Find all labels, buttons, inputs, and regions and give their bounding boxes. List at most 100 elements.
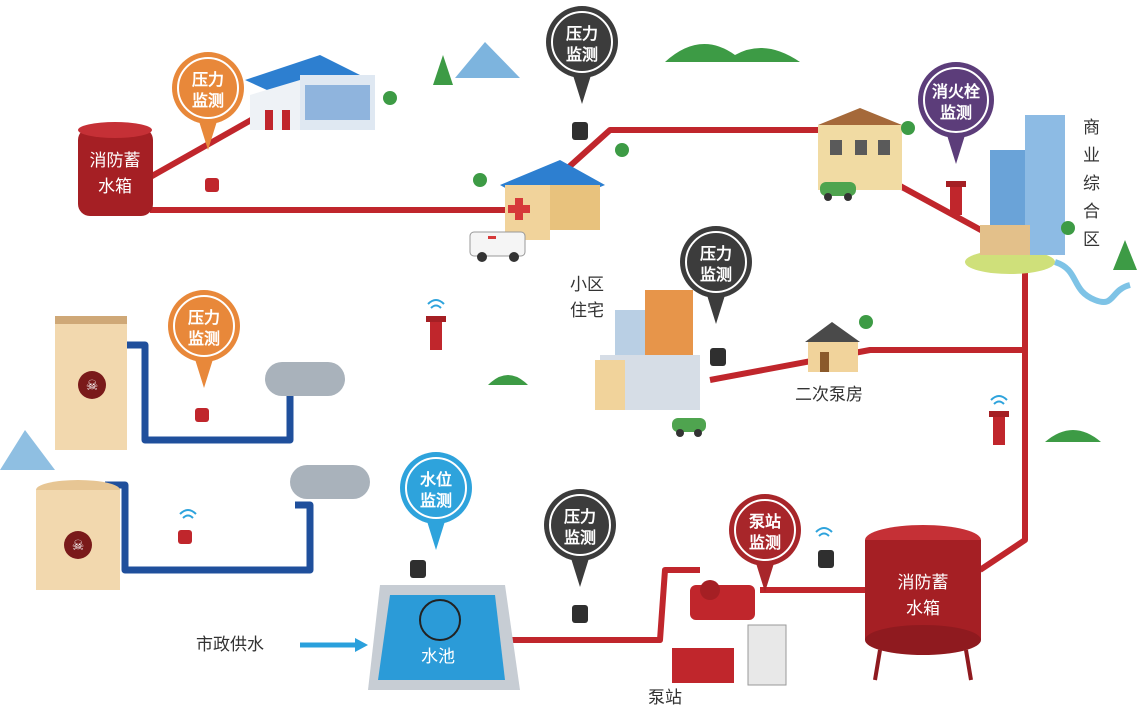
svg-text:业: 业 bbox=[1083, 146, 1100, 166]
water-pool: 水池 bbox=[368, 585, 520, 690]
svg-text:小区: 小区 bbox=[570, 275, 604, 295]
tree-icon bbox=[859, 315, 873, 329]
residential-label: 小区 住宅 bbox=[570, 275, 604, 321]
svg-text:泵站: 泵站 bbox=[748, 512, 781, 531]
wifi-icon bbox=[990, 395, 1008, 405]
pine-tree-icon bbox=[1113, 240, 1137, 270]
wifi-icon bbox=[427, 299, 445, 309]
tree-icon bbox=[383, 91, 397, 105]
pin-hydrant: 消火栓 监测 bbox=[918, 62, 994, 164]
svg-text:监测: 监测 bbox=[566, 45, 598, 64]
svg-text:压力: 压力 bbox=[700, 244, 732, 263]
pump-station-label: 泵站 bbox=[648, 688, 682, 708]
hydrant-commercial bbox=[946, 181, 966, 215]
gauge-upper-industrial bbox=[195, 408, 209, 422]
residential-buildings bbox=[595, 290, 700, 410]
svg-text:压力: 压力 bbox=[192, 70, 224, 89]
pipe-hospital-to-mid bbox=[557, 127, 830, 178]
bush-icon bbox=[488, 375, 528, 385]
wifi-icon bbox=[815, 527, 833, 537]
svg-text:监测: 监测 bbox=[188, 329, 220, 348]
pipe-lower-tank-to-cylinder bbox=[105, 481, 314, 574]
secondary-pump-house bbox=[805, 322, 860, 372]
gas-station-building bbox=[245, 55, 375, 130]
svg-text:商: 商 bbox=[1083, 118, 1100, 138]
wifi-icon bbox=[179, 509, 197, 519]
sensor-pipe-bottom bbox=[572, 605, 588, 623]
svg-text:监测: 监测 bbox=[749, 533, 781, 552]
tree-icon bbox=[1061, 221, 1075, 235]
pin-pressure-bottom: 压力 监测 bbox=[544, 489, 616, 587]
bush-icon bbox=[1045, 430, 1101, 442]
svg-text:☠: ☠ bbox=[86, 378, 99, 394]
secondary-pump-label: 二次泵房 bbox=[795, 385, 863, 405]
tank-bottom-right-line2: 水箱 bbox=[906, 599, 940, 619]
tank-top-left-line2: 水箱 bbox=[98, 177, 132, 197]
sensor-devices bbox=[410, 122, 834, 623]
hydrant-mid bbox=[426, 316, 446, 350]
pin-pump-station: 泵站 监测 bbox=[729, 494, 801, 592]
wifi-icons bbox=[179, 299, 1008, 537]
gauge-lower-industrial bbox=[178, 530, 192, 544]
hazard-tank-lower: ☠ bbox=[36, 480, 120, 590]
svg-text:水位: 水位 bbox=[420, 470, 452, 489]
pine-tree-icon bbox=[433, 55, 453, 85]
svg-text:消火栓: 消火栓 bbox=[932, 82, 981, 101]
decor-mountains bbox=[0, 42, 800, 470]
gas-cylinder-upper bbox=[265, 362, 345, 396]
pipe-to-secondary-pump bbox=[709, 347, 1025, 383]
hospital-building bbox=[500, 160, 605, 240]
decor-trees bbox=[383, 55, 1137, 442]
svg-text:压力: 压力 bbox=[566, 24, 598, 43]
fire-tank-top-left: 消防蓄 水箱 bbox=[78, 122, 153, 216]
svg-text:监测: 监测 bbox=[700, 265, 732, 284]
pipe-pool-to-pump bbox=[510, 567, 700, 643]
svg-text:合: 合 bbox=[1083, 202, 1100, 222]
sensor-residential bbox=[710, 348, 726, 366]
ambulance bbox=[469, 231, 526, 262]
tree-icon bbox=[615, 143, 629, 157]
sensor-top-mid bbox=[572, 122, 588, 140]
pipe-right-vertical bbox=[978, 265, 1028, 573]
pressure-gauges bbox=[178, 178, 219, 544]
svg-text:压力: 压力 bbox=[564, 507, 596, 526]
municipal-supply: 市政供水 bbox=[196, 635, 368, 655]
tank-bottom-right-line1: 消防蓄 bbox=[898, 573, 949, 593]
pin-pressure-top-left: 压力 监测 bbox=[172, 52, 244, 150]
pin-pressure-industrial: 压力 监测 bbox=[168, 290, 240, 388]
svg-text:综: 综 bbox=[1083, 174, 1100, 194]
hydrant-right bbox=[989, 411, 1009, 445]
svg-text:区: 区 bbox=[1083, 230, 1100, 250]
pipe-tank-to-gas-station bbox=[143, 112, 262, 183]
commercial-label: 商 业 综 合 区 bbox=[1083, 118, 1100, 250]
sensor-pool bbox=[410, 560, 426, 578]
mansion-building bbox=[818, 108, 902, 190]
svg-text:☠: ☠ bbox=[72, 538, 85, 554]
green-car-top bbox=[820, 182, 856, 201]
river bbox=[1053, 259, 1131, 305]
tree-icon bbox=[901, 121, 915, 135]
pin-pressure-residential: 压力 监测 bbox=[680, 226, 752, 324]
gas-cylinder-lower bbox=[290, 465, 370, 499]
red-pipes bbox=[143, 112, 1028, 643]
pool-label: 水池 bbox=[421, 647, 455, 667]
tree-icon bbox=[473, 173, 487, 187]
svg-text:监测: 监测 bbox=[192, 91, 224, 110]
svg-text:压力: 压力 bbox=[188, 308, 220, 327]
pump-station: 泵站 bbox=[648, 580, 787, 708]
gauge-top-left bbox=[205, 178, 219, 192]
svg-text:住宅: 住宅 bbox=[570, 301, 604, 321]
svg-text:监测: 监测 bbox=[420, 491, 452, 510]
municipal-supply-label: 市政供水 bbox=[196, 635, 264, 655]
svg-text:监测: 监测 bbox=[564, 528, 596, 547]
commercial-complex bbox=[965, 115, 1065, 274]
fire-tank-bottom-right: 消防蓄 水箱 bbox=[865, 525, 981, 681]
pin-water-level: 水位 监测 bbox=[400, 452, 472, 550]
svg-text:监测: 监测 bbox=[940, 103, 972, 122]
hazard-tank-upper: ☠ bbox=[55, 316, 127, 450]
green-car-mid bbox=[672, 418, 706, 437]
pin-pressure-top-mid: 压力 监测 bbox=[546, 6, 618, 104]
sensor-pump bbox=[818, 550, 834, 568]
